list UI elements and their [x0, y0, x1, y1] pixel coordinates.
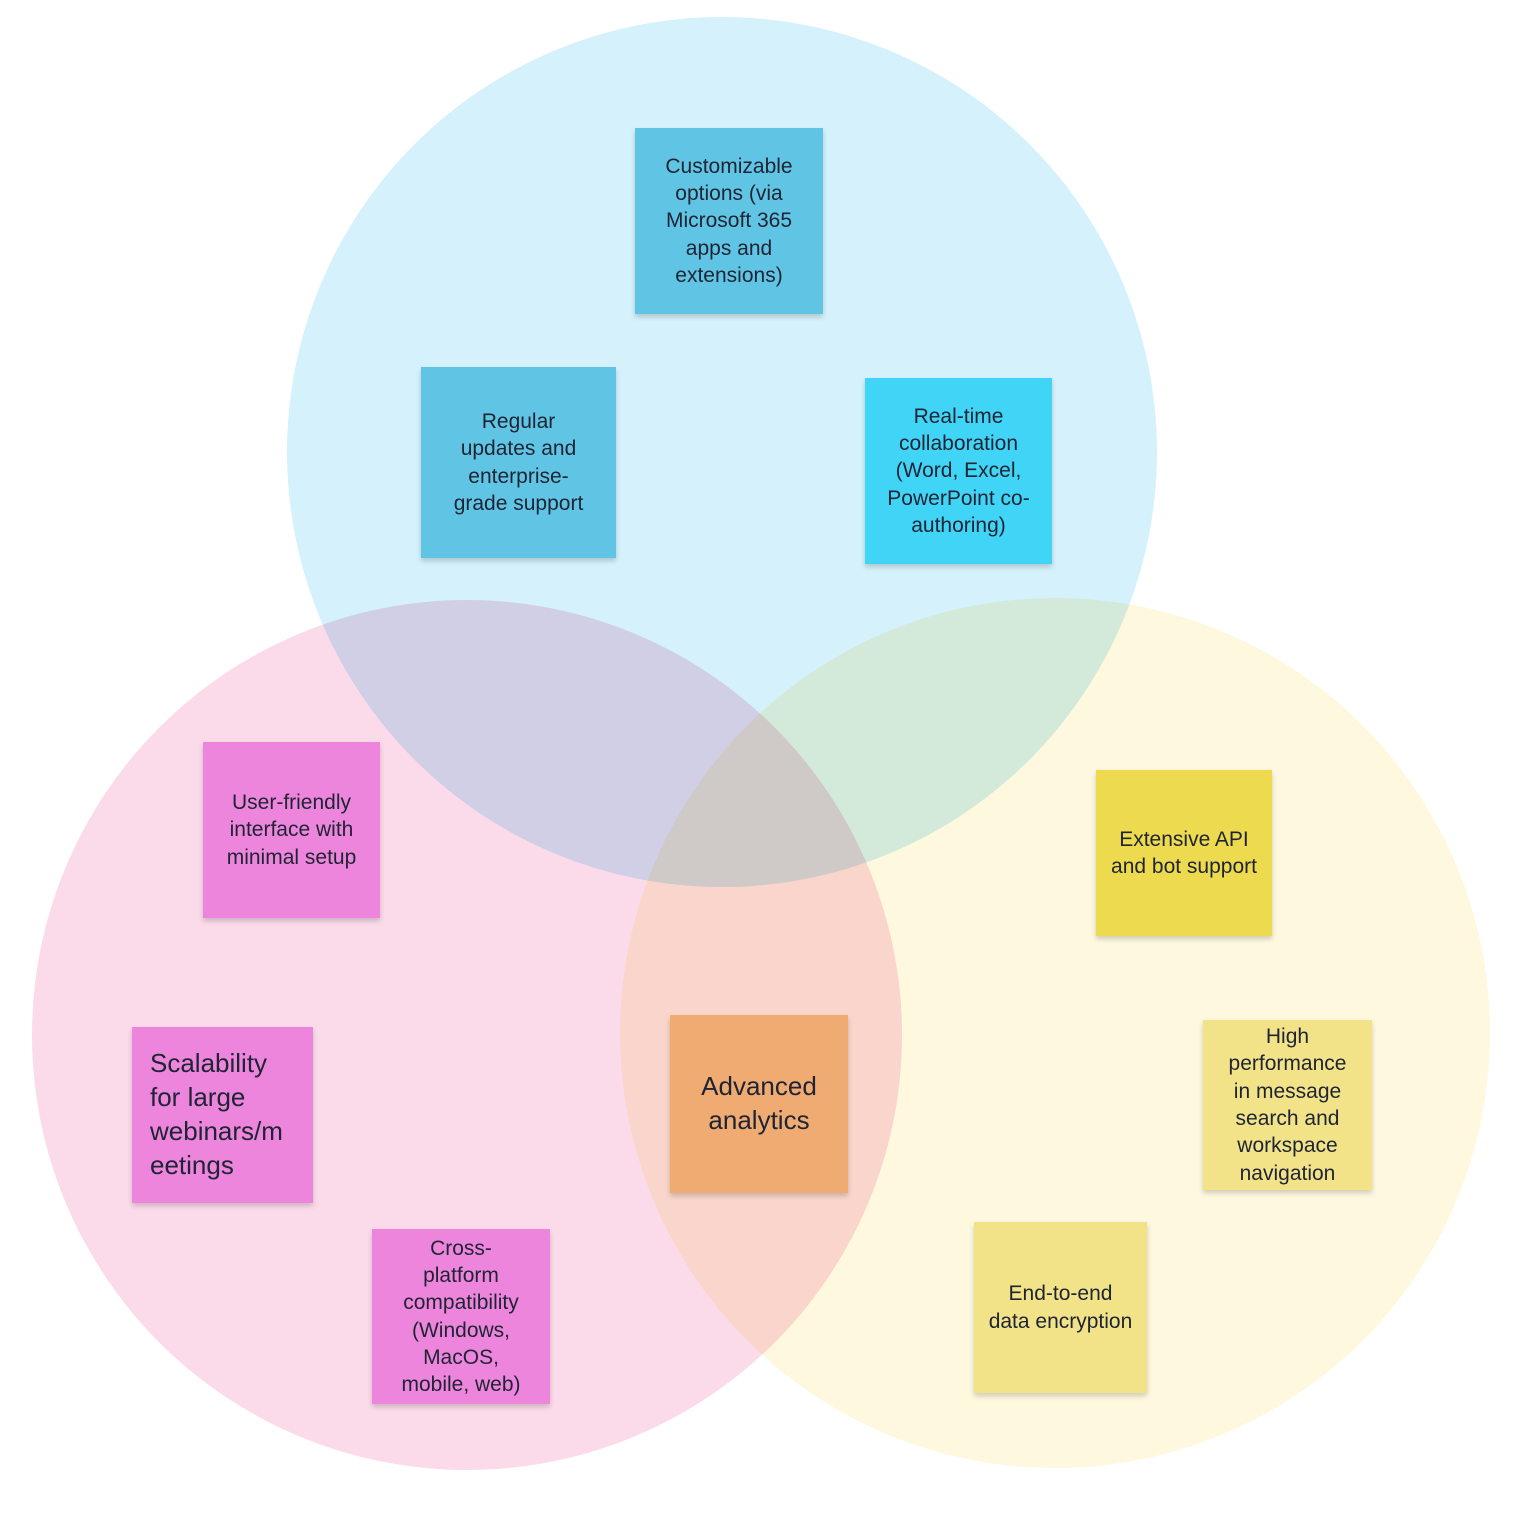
sticky-note-cross-platform[interactable]: Cross-platform compatibility (Windows, M… [372, 1229, 550, 1404]
sticky-note-text: Scalability for large webinars/meetings [150, 1048, 283, 1180]
sticky-note-realtime-collaboration[interactable]: Real-time collaboration (Word, Excel, Po… [865, 378, 1052, 564]
sticky-note-end-to-end-encryption[interactable]: End-to-end data encryption [974, 1222, 1147, 1393]
sticky-note-text: High performance in message search and w… [1228, 1025, 1347, 1185]
sticky-note-text: Customizable options (via Microsoft 365 … [665, 154, 793, 287]
sticky-note-text: Real-time collaboration (Word, Excel, Po… [887, 404, 1030, 537]
sticky-note-scalability[interactable]: Scalability for large webinars/meetings [132, 1027, 313, 1203]
sticky-note-text: Extensive API and bot support [1111, 827, 1257, 878]
sticky-note-advanced-analytics[interactable]: Advanced analytics [670, 1015, 848, 1193]
sticky-note-text: Advanced analytics [701, 1071, 817, 1135]
sticky-note-extensive-api[interactable]: Extensive API and bot support [1096, 770, 1272, 936]
sticky-note-text: End-to-end data encryption [988, 1282, 1133, 1333]
sticky-note-text: Regular updates and enterprise-grade sup… [453, 409, 584, 515]
sticky-note-text: User-friendly interface with minimal set… [226, 791, 357, 869]
sticky-note-high-performance[interactable]: High performance in message search and w… [1203, 1020, 1372, 1190]
sticky-note-customizable-options[interactable]: Customizable options (via Microsoft 365 … [635, 128, 823, 314]
sticky-note-regular-updates[interactable]: Regular updates and enterprise-grade sup… [421, 367, 616, 558]
sticky-note-user-friendly-interface[interactable]: User-friendly interface with minimal set… [203, 742, 380, 918]
sticky-note-text: Cross-platform compatibility (Windows, M… [401, 1236, 521, 1397]
